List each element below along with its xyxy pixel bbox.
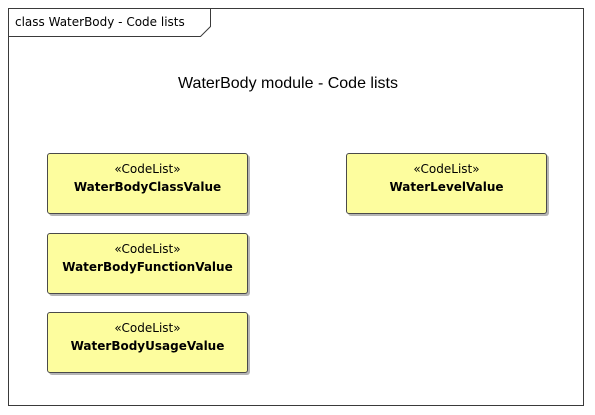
frame-tab: class WaterBody - Code lists: [9, 9, 211, 37]
class-stereotype: «CodeList»: [413, 162, 480, 176]
class-waterbodyclassvalue[interactable]: «CodeList» WaterBodyClassValue: [47, 153, 248, 214]
class-name: WaterBodyClassValue: [73, 180, 222, 194]
frame-label: class WaterBody - Code lists: [15, 15, 185, 29]
class-stereotype: «CodeList»: [114, 242, 181, 256]
frame-tab-outline: [9, 9, 211, 37]
class-waterbodyusagevalue[interactable]: «CodeList» WaterBodyUsageValue: [47, 312, 248, 373]
class-name: WaterLevelValue: [389, 180, 504, 194]
class-waterbodyfunctionvalue[interactable]: «CodeList» WaterBodyFunctionValue: [47, 233, 248, 294]
class-waterlevelvalue[interactable]: «CodeList» WaterLevelValue: [346, 153, 547, 214]
class-stereotype: «CodeList»: [114, 321, 181, 335]
diagram-title: WaterBody module - Code lists: [178, 75, 398, 92]
class-name: WaterBodyUsageValue: [70, 339, 225, 353]
class-name: WaterBodyFunctionValue: [62, 260, 233, 274]
class-stereotype: «CodeList»: [114, 162, 181, 176]
